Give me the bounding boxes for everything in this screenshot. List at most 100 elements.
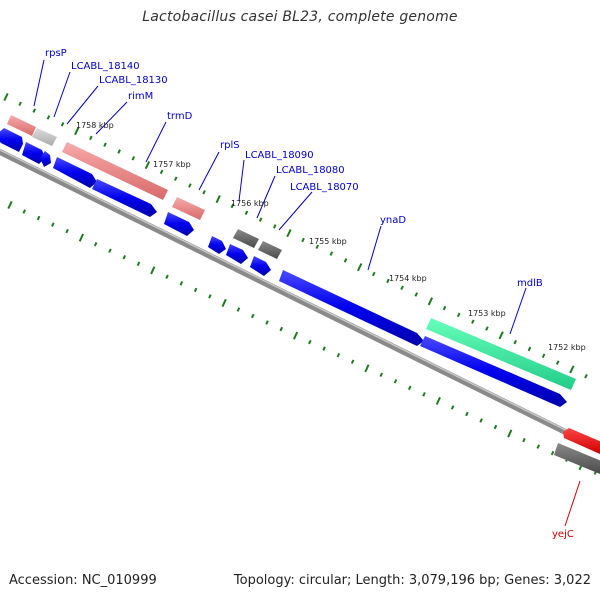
tick-mark: [414, 292, 419, 297]
tick-mark: [555, 360, 560, 365]
tick-mark: [159, 169, 164, 175]
tick-mark: [379, 372, 384, 378]
tick-mark: [165, 274, 169, 280]
tick-mark: [117, 149, 121, 154]
cds-arrow-9[interactable]: [250, 256, 271, 276]
tick-mark: [336, 352, 341, 358]
tick-mark: [498, 331, 504, 340]
cds-arrow-8[interactable]: [226, 244, 248, 264]
tick-mark: [221, 298, 227, 308]
tick-mark: [393, 379, 398, 384]
cds-arrow-4[interactable]: [53, 157, 97, 188]
tick-mark: [3, 92, 9, 102]
tick-marks-inner: [7, 200, 598, 475]
cds-arrow-5[interactable]: [92, 179, 157, 217]
tick-mark: [65, 228, 69, 234]
feature-trmD[interactable]: [62, 142, 168, 200]
tick-mark: [202, 190, 206, 195]
tick-mark: [244, 210, 249, 216]
tick-mark: [150, 266, 156, 275]
gene-label-trmD[interactable]: trmD: [167, 111, 193, 122]
tick-mark: [89, 135, 93, 141]
tick-mark: [407, 385, 412, 391]
tick-mark: [507, 429, 513, 438]
tick-mark: [22, 209, 27, 214]
tick-mark: [465, 411, 469, 417]
feature-LCABL_18070[interactable]: [258, 241, 282, 259]
tick-mark: [450, 405, 455, 410]
tick-mark: [422, 392, 426, 397]
gene-label-LCABL_18090[interactable]: LCABL_18090: [245, 150, 314, 161]
gene-label-rpsP[interactable]: rpsP: [45, 48, 67, 59]
gene-label-rimM[interactable]: rimM: [128, 91, 153, 102]
cds-arrow-6[interactable]: [164, 212, 194, 236]
tick-mark: [60, 121, 65, 127]
cds-arrow-11[interactable]: [420, 336, 567, 407]
tick-mark: [108, 248, 112, 253]
tick-mark: [536, 444, 541, 449]
tick-mark: [250, 313, 255, 319]
tick-mark: [173, 176, 178, 181]
gene-label-LCABL_18130[interactable]: LCABL_18130: [99, 75, 168, 86]
tick-mark: [343, 258, 348, 263]
tick-mark: [46, 115, 51, 120]
tick-mark: [329, 251, 334, 256]
gene-label-ynaD[interactable]: ynaD: [380, 215, 406, 226]
tick-label-1757: 1757 kbp: [153, 160, 191, 169]
tick-label-1755: 1755 kbp: [309, 237, 347, 246]
cds-arrow-7[interactable]: [208, 236, 226, 254]
tick-mark: [131, 156, 136, 161]
gene-label-rplS[interactable]: rplS: [220, 140, 240, 151]
feature-LCABL_18080[interactable]: [233, 229, 259, 248]
feature-LCABL_18140[interactable]: [32, 128, 57, 146]
tick-mark: [179, 281, 184, 286]
tick-mark: [279, 326, 284, 332]
tick-mark: [427, 297, 434, 306]
label-leader-lines: [33, 59, 581, 527]
gene-label-mdlB[interactable]: mdlB: [517, 278, 543, 289]
tick-mark: [550, 450, 555, 456]
tick-mark: [292, 331, 299, 340]
tick-mark: [93, 241, 98, 247]
tick-mark: [471, 319, 475, 324]
tick-mark: [322, 346, 326, 351]
cds-arrow-3[interactable]: [40, 151, 51, 167]
tick-mark: [435, 396, 441, 405]
gene-label-LCABL_18140[interactable]: LCABL_18140: [71, 61, 140, 72]
gene-label-LCABL_18070[interactable]: LCABL_18070: [290, 182, 359, 193]
tick-mark: [584, 373, 588, 379]
tick-label-1756: 1756 kbp: [231, 199, 269, 208]
feature-gray-lower[interactable]: [554, 443, 600, 474]
position-tick-labels: 1758 kbp 1757 kbp 1756 kbp 1755 kbp 1754…: [76, 121, 586, 352]
tick-mark: [301, 237, 305, 243]
tick-mark: [32, 108, 37, 113]
gene-label-LCABL_18080[interactable]: LCABL_18080: [276, 165, 345, 176]
feature-rpsP[interactable]: [7, 115, 36, 136]
tick-mark: [442, 305, 447, 311]
tick-label-1758: 1758 kbp: [76, 121, 114, 130]
tick-mark: [479, 418, 483, 423]
gene-features: [0, 115, 600, 474]
tick-mark: [364, 364, 370, 373]
tick-label-1753: 1753 kbp: [468, 309, 506, 318]
genome-stats-text: Topology: circular; Length: 3,079,196 bp…: [233, 573, 591, 588]
tick-mark: [386, 278, 390, 284]
cds-ynaD[interactable]: [279, 270, 424, 346]
tick-mark: [513, 339, 518, 345]
cds-arrow-1[interactable]: [0, 128, 23, 152]
feature-rplS[interactable]: [172, 197, 205, 220]
tick-mark: [122, 254, 127, 260]
feature-yejC[interactable]: [563, 428, 600, 454]
map-title: Lactobacillus casei BL23, complete genom…: [142, 9, 458, 25]
gene-label-yejC[interactable]: yejC: [552, 529, 574, 540]
tick-mark: [215, 195, 221, 204]
cds-arrow-2[interactable]: [22, 142, 45, 164]
tick-mark: [265, 320, 269, 325]
feature-mdlB[interactable]: [426, 318, 576, 390]
tick-mark: [103, 142, 107, 147]
tick-mark: [18, 101, 22, 107]
accession-text: Accession: NC_010999: [9, 573, 157, 588]
tick-mark: [522, 437, 526, 443]
tick-mark: [74, 126, 80, 136]
